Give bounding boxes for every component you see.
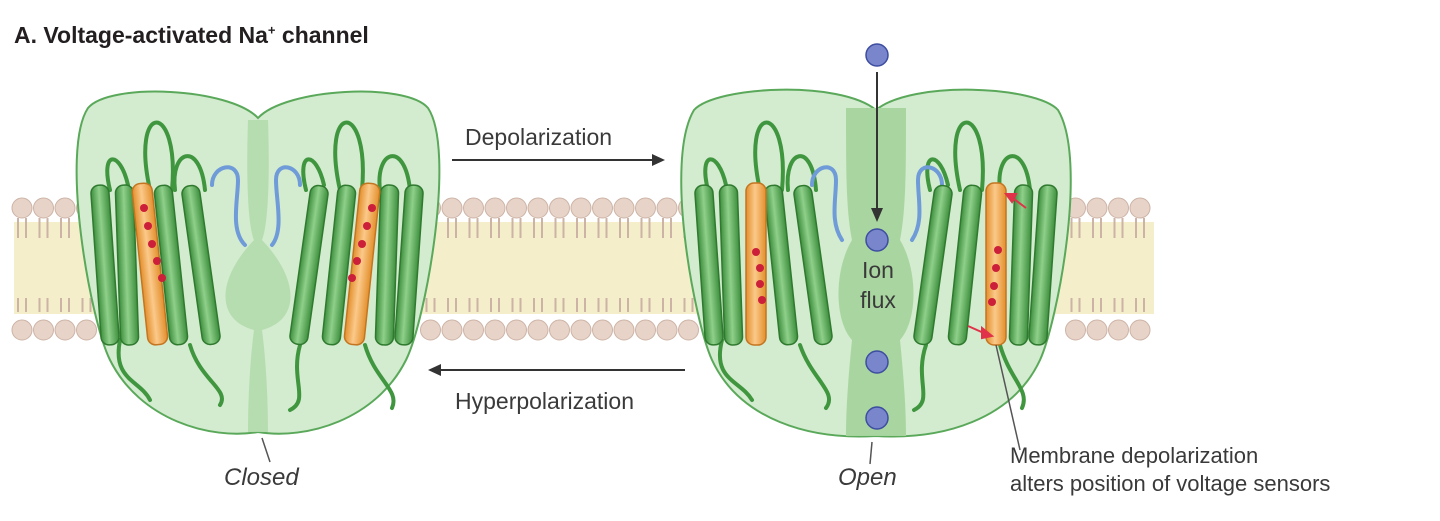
lipid-head	[1129, 197, 1151, 219]
lipid-head	[592, 319, 613, 341]
lipid-head	[506, 197, 527, 219]
annotation-line2: alters position of voltage sensors	[1010, 471, 1331, 496]
lipid-head	[33, 319, 54, 341]
ion-flux-label: Ion flux	[848, 255, 908, 315]
lipid-head	[1065, 319, 1086, 341]
lipid-head	[484, 197, 506, 219]
sodium-ion	[865, 43, 889, 67]
lipid-head	[1129, 319, 1151, 341]
lipid-head	[33, 197, 54, 219]
open-pointer	[869, 441, 873, 465]
lipid-head	[484, 319, 506, 341]
lipid-head	[613, 197, 635, 219]
depolarization-label: Depolarization	[465, 124, 613, 150]
lipid-head	[678, 319, 699, 341]
lipid-head	[54, 197, 76, 219]
lipid-head	[527, 319, 549, 341]
ion-flux-line2: flux	[860, 287, 896, 313]
figure-title: A. Voltage-activated Na+ channel	[14, 22, 369, 48]
voltage-sensor-annotation: Membrane depolarization alters position …	[1010, 442, 1330, 498]
lipid-head	[463, 319, 484, 341]
lipid-head	[613, 319, 635, 341]
lipid-head	[656, 197, 678, 219]
lipid-head	[1086, 319, 1108, 341]
lipid-head	[11, 319, 33, 341]
lipid-head	[592, 197, 613, 219]
closed-state-label: Closed	[224, 464, 299, 491]
lipid-head	[420, 319, 441, 341]
lipid-head	[635, 319, 656, 341]
lipid-head	[656, 319, 678, 341]
lipid-head	[54, 319, 76, 341]
ion-flux-line1: Ion	[862, 257, 894, 283]
lipid-head	[527, 197, 549, 219]
lipid-heads-bottom	[11, 298, 1151, 341]
lipid-head	[76, 319, 97, 341]
closed-pointer	[261, 437, 271, 463]
lipid-head	[549, 197, 570, 219]
hyperpolarization-label: Hyperpolarization	[455, 388, 634, 414]
ion-path-arrowhead	[871, 208, 883, 222]
closed-channel-center	[225, 120, 291, 432]
annotation-line1: Membrane depolarization	[1010, 443, 1259, 468]
lipid-head	[441, 319, 463, 341]
state-arrows	[428, 154, 685, 376]
sodium-ion	[865, 406, 889, 430]
closed-channel	[75, 90, 441, 463]
open-channel	[680, 43, 1072, 465]
lipid-head	[1086, 197, 1108, 219]
lipid-head	[570, 197, 592, 219]
lipid-head	[11, 197, 33, 219]
lipid-head	[441, 197, 463, 219]
lipid-head	[1108, 319, 1129, 341]
sodium-ion	[865, 228, 889, 252]
lipid-head	[570, 319, 592, 341]
lipid-head	[1108, 197, 1129, 219]
sodium-ion	[865, 350, 889, 374]
lipid-head	[549, 319, 570, 341]
open-state-label: Open	[838, 464, 897, 491]
lipid-head	[635, 197, 656, 219]
open-channel-pore	[838, 108, 914, 436]
lipid-head	[463, 197, 484, 219]
sensor-pointer	[995, 344, 1021, 451]
lipid-head	[506, 319, 527, 341]
